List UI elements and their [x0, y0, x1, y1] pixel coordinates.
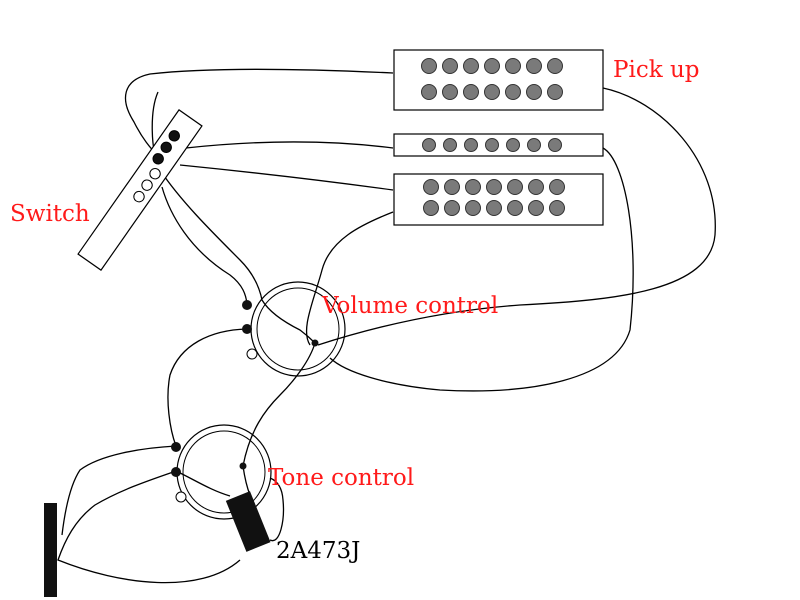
- wire: [57, 470, 241, 584]
- pickup-label: Pick up: [613, 57, 700, 83]
- pot-terminal: [242, 324, 252, 334]
- pickup-poles: [421, 58, 563, 100]
- wire: [169, 141, 394, 157]
- switch-terminal: [168, 130, 180, 142]
- wire: [242, 342, 316, 467]
- wire: [242, 465, 251, 496]
- wire: [269, 477, 285, 542]
- pole-piece: [442, 84, 458, 100]
- pole-piece: [526, 84, 542, 100]
- pole-piece: [528, 179, 544, 195]
- switch-terminal: [152, 153, 164, 165]
- pickup-poles: [423, 179, 565, 216]
- pole-piece: [442, 58, 458, 74]
- switch-terminals: [133, 130, 180, 203]
- pole-piece: [484, 84, 500, 100]
- switch-label: Switch: [10, 201, 90, 227]
- pot-terminal: [242, 300, 252, 310]
- wire: [175, 470, 231, 497]
- pole-piece: [464, 138, 478, 152]
- volume-control-label: Volume control: [321, 293, 498, 319]
- tone-control-label: Tone control: [268, 465, 414, 491]
- pole-piece: [549, 179, 565, 195]
- pole-piece: [485, 138, 499, 152]
- switch-terminal: [149, 167, 161, 180]
- pole-piece: [444, 179, 460, 195]
- pole-piece: [528, 200, 544, 216]
- pole-piece: [506, 138, 520, 152]
- pole-piece: [486, 179, 502, 195]
- switch: [77, 109, 203, 271]
- pole-piece: [421, 84, 437, 100]
- switch-terminal: [141, 179, 153, 191]
- pole-piece: [486, 200, 502, 216]
- switch-terminal: [133, 190, 145, 203]
- pole-piece: [484, 58, 500, 74]
- pole-piece: [465, 200, 481, 216]
- pickup-3: [393, 173, 604, 226]
- pole-piece: [548, 138, 562, 152]
- pot-wiper: [239, 462, 247, 470]
- pole-piece: [463, 84, 479, 100]
- pole-piece: [423, 200, 439, 216]
- capacitor-label: 2A473J: [276, 538, 360, 564]
- pot-inner-ring: [256, 287, 340, 371]
- pole-piece: [463, 58, 479, 74]
- pole-piece: [547, 84, 563, 100]
- wire: [125, 68, 394, 159]
- pole-piece: [526, 58, 542, 74]
- pole-piece: [465, 179, 481, 195]
- wire: [329, 147, 634, 392]
- volume-pot: [242, 281, 346, 377]
- pot-outer-ring: [176, 424, 272, 520]
- pole-piece: [423, 179, 439, 195]
- pole-piece: [505, 84, 521, 100]
- pole-piece: [527, 138, 541, 152]
- pole-piece: [547, 58, 563, 74]
- wire: [167, 328, 248, 447]
- pole-piece: [444, 200, 460, 216]
- pole-piece: [422, 138, 436, 152]
- wire: [161, 186, 248, 305]
- pickup-1: [393, 49, 604, 111]
- pole-piece: [507, 200, 523, 216]
- pot-terminal: [171, 467, 181, 477]
- wire: [61, 445, 177, 536]
- switch-terminal: [160, 141, 172, 154]
- output-jack: [44, 503, 57, 597]
- pole-piece: [421, 58, 437, 74]
- pole-piece: [507, 179, 523, 195]
- pole-piece: [549, 200, 565, 216]
- pot-inner-ring: [182, 430, 266, 514]
- pole-piece: [443, 138, 457, 152]
- pickup-poles: [422, 138, 562, 152]
- pot-terminal: [175, 491, 187, 503]
- wire: [179, 164, 394, 191]
- pot-terminal: [171, 442, 181, 452]
- pot-wiper: [311, 339, 319, 347]
- pot-terminal: [246, 348, 258, 360]
- wire: [317, 87, 716, 346]
- capacitor: [225, 491, 271, 552]
- pickup-2: [393, 133, 604, 157]
- pole-piece: [505, 58, 521, 74]
- wire: [305, 211, 394, 346]
- tone-pot: [171, 424, 272, 520]
